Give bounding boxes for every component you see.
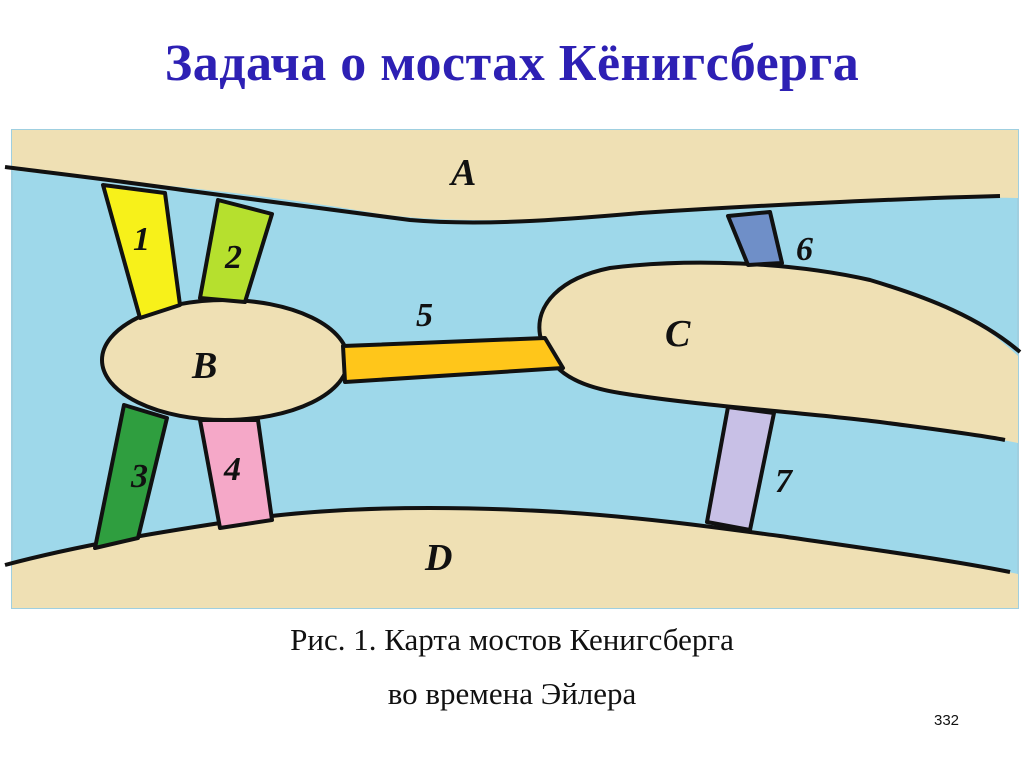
- bridge-7-label: 7: [775, 463, 794, 500]
- bridge-6: [726, 210, 784, 267]
- land-c-label: C: [665, 313, 691, 355]
- page-number: 332: [934, 712, 960, 729]
- bank-a-shoreline: [4, 165, 1001, 225]
- bridge-2: [198, 198, 274, 304]
- land-a-label: A: [449, 152, 476, 194]
- figure-caption-line-1: Рис. 1. Карта мостов Кенигсберга: [290, 622, 734, 657]
- bridge-3-label: 3: [130, 458, 148, 495]
- bridge-6-label: 6: [796, 231, 813, 268]
- bridge-1-label: 1: [133, 221, 150, 258]
- bridge-5-label: 5: [416, 297, 433, 334]
- island-c-shoreline: [537, 260, 1022, 442]
- land-d: [12, 508, 1018, 608]
- bridge-2-label: 2: [224, 239, 242, 276]
- bridge-5: [341, 336, 565, 384]
- bridge-4-label: 4: [223, 451, 241, 488]
- land-a: [12, 130, 1018, 221]
- bridge-3: [93, 403, 169, 550]
- bridge-4: [198, 418, 274, 530]
- bridge-7: [705, 405, 776, 532]
- bank-d-shoreline: [4, 506, 1011, 574]
- slide-title: Задача о мостах Кёнигсберга: [164, 35, 860, 92]
- land-b-label: B: [191, 345, 217, 387]
- figure-caption-line-2: во времена Эйлера: [387, 676, 637, 711]
- bridge-1: [101, 183, 182, 320]
- land-d-label: D: [424, 537, 452, 579]
